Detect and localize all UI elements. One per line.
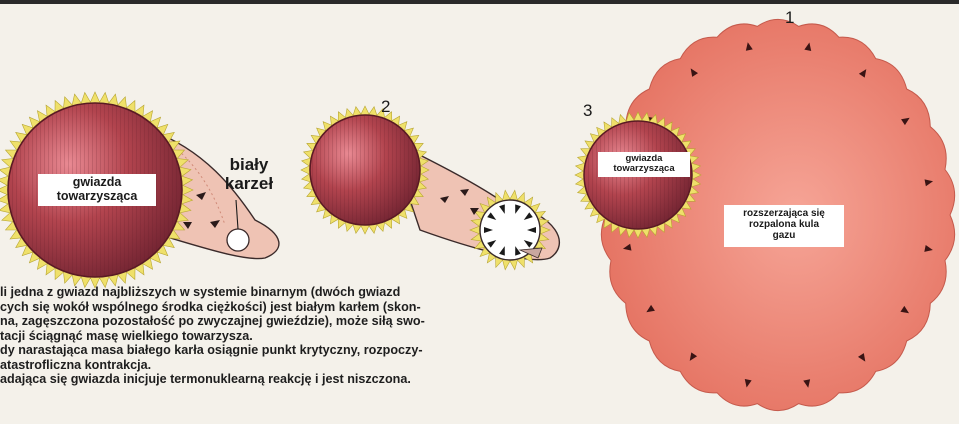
gas-ball-label: rozszerzająca się rozpalona kula gazu	[724, 205, 844, 247]
caption-line-7: adająca się gwiazda inicjuje termonuklea…	[0, 372, 600, 387]
caption-text: li jedna z gwiazd najbliższych w systemi…	[0, 285, 600, 387]
stage-number-3: 3	[583, 101, 592, 121]
stage3-label-line2: towarzysząca	[598, 164, 690, 174]
companion-label-line2: towarzysząca	[38, 190, 156, 204]
stage-number-1: 1	[785, 8, 794, 28]
companion-star-label: gwiazda towarzysząca	[38, 174, 156, 206]
stage3-companion-label: gwiazda towarzysząca	[598, 152, 690, 177]
white-dwarf-label: biały karzeł	[214, 155, 284, 193]
white-dwarf-line1: biały	[214, 155, 284, 174]
caption-line-3: na, zagęszczona pozostałość po zwyczajne…	[0, 314, 600, 329]
gas-ball-label-line3: gazu	[724, 230, 844, 241]
stage-number-2: 2	[381, 97, 390, 117]
caption-line-1: li jedna z gwiazd najbliższych w systemi…	[0, 285, 600, 300]
caption-line-5: dy narastająca masa białego karła osiągn…	[0, 343, 600, 358]
caption-line-6: atastrofliczna kontrakcja.	[0, 358, 600, 373]
gas-ball-label-line2: rozpalona kula	[724, 219, 844, 230]
companion-label-line1: gwiazda	[38, 176, 156, 190]
white-dwarf-line2: karzeł	[214, 174, 284, 193]
diagram-contraction	[301, 106, 559, 270]
caption-line-2: cych się wokół wspólnego środka ciężkośc…	[0, 300, 600, 315]
caption-line-4: tacji ściągnąć masę wielkiego towarzysza…	[0, 329, 600, 344]
gas-ball-label-line1: rozszerzająca się	[724, 208, 844, 219]
